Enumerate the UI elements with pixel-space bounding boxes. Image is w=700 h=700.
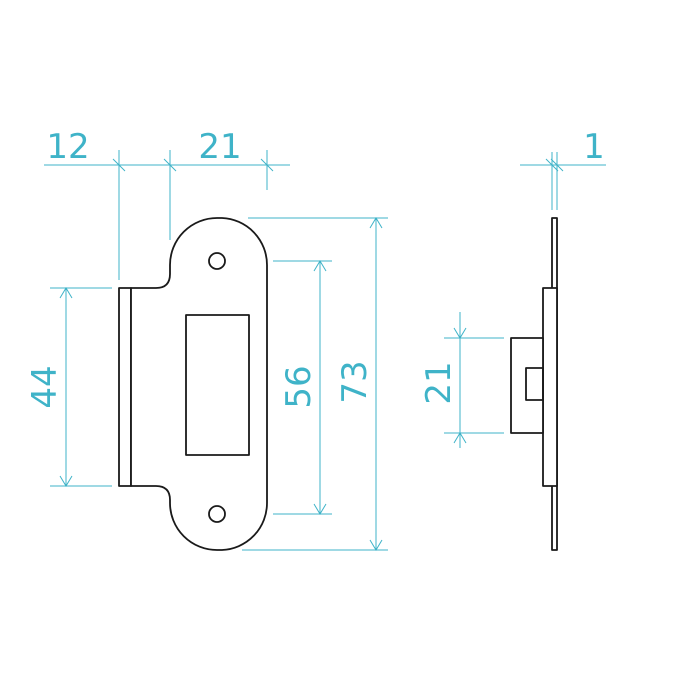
side-plate-body xyxy=(542,287,558,487)
latch-opening xyxy=(185,314,250,456)
side-strike-box xyxy=(510,337,544,434)
dim-label-side-box-height: 21 xyxy=(419,361,459,404)
dim-label-flange-height: 44 xyxy=(25,365,65,408)
dim-label-flange-width: 12 xyxy=(46,127,89,167)
strike-flange xyxy=(118,287,132,487)
dim-label-plate-width: 21 xyxy=(198,127,241,167)
side-box-notch xyxy=(525,367,544,401)
screw-hole-bottom xyxy=(208,505,226,523)
screw-hole-top xyxy=(208,252,226,270)
dimension-lines xyxy=(44,150,606,551)
strike-plate-outline xyxy=(130,217,268,551)
dim-label-overall-height: 73 xyxy=(335,360,375,403)
dim-label-plate-thickness: 1 xyxy=(583,127,605,167)
dim-label-hole-spacing: 56 xyxy=(279,365,319,408)
side-view xyxy=(510,217,558,551)
front-view xyxy=(118,217,268,551)
